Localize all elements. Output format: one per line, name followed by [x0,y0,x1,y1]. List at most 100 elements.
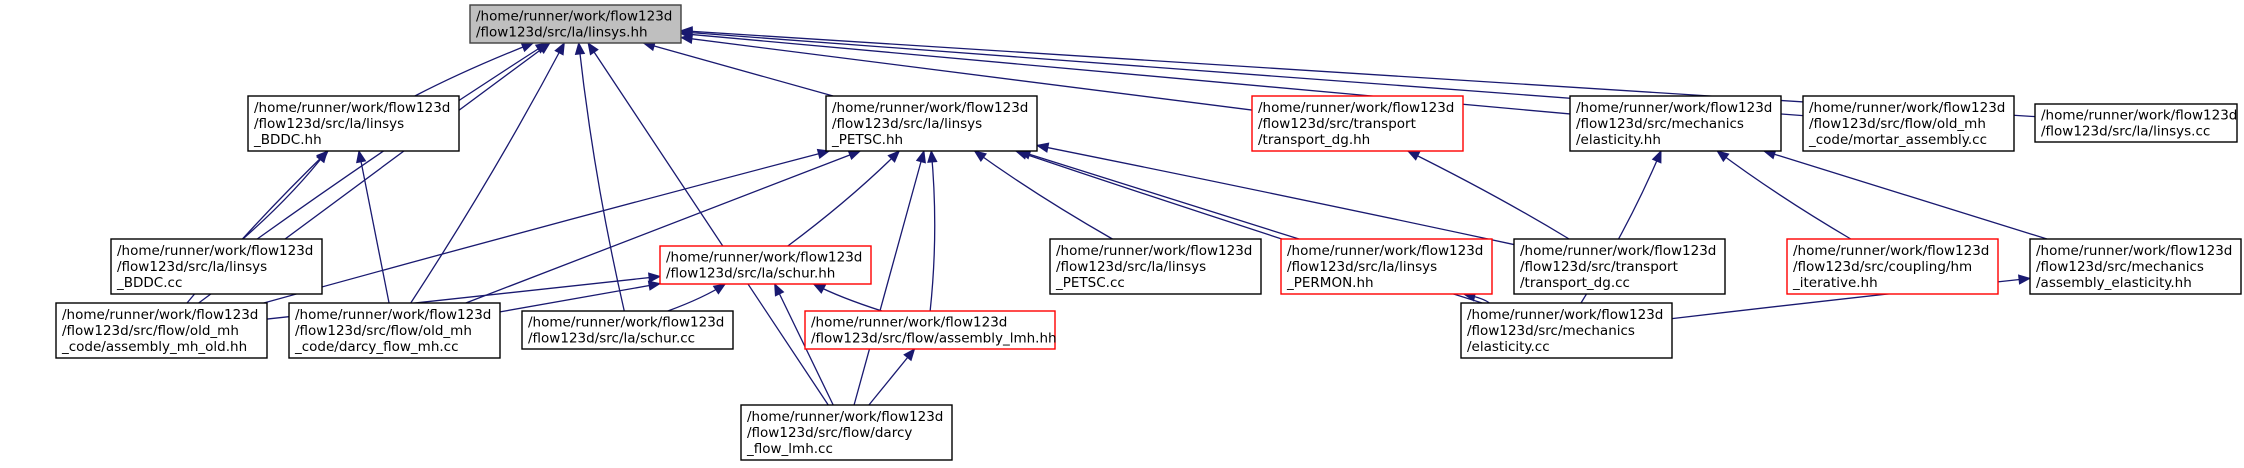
node-label-line: /flow123d/src/flow/darcy [747,425,912,441]
node-label-line: /flow123d/src/la/schur.cc [528,331,695,347]
node-hm-iterative-hh[interactable]: /home/runner/work/flow123d/flow123d/src/… [1786,238,1999,295]
edge-darcy-flow-mh-cc-to-linsys-petsc-hh [465,150,861,304]
edge-arrowhead [537,42,551,55]
node-linsys-petsc-hh[interactable]: /home/runner/work/flow123d/flow123d/src/… [825,95,1038,152]
node-label-line: /home/runner/work/flow123d [747,409,943,425]
node-label-line: /transport_dg.cc [1520,275,1630,291]
node-label-line: /flow123d/src/la/linsys [1056,259,1206,275]
edge-arrowhead [847,150,862,161]
node-label-line: /elasticity.hh [1576,132,1661,148]
node-label-line: /home/runner/work/flow123d [666,250,862,266]
edge-arrowhead [574,41,586,56]
edge-schur-cc-to-root [578,42,625,312]
edge-arrowhead [712,283,727,295]
node-linsys-petsc-cc[interactable]: /home/runner/work/flow123d/flow123d/src/… [1049,238,1262,295]
node-label-line: /flow123d/src/la/linsys [1287,259,1437,275]
node-label-line: /home/runner/work/flow123d [832,100,1028,116]
node-box [110,238,323,295]
node-box [1786,238,1999,295]
node-label-line: /home/runner/work/flow123d [1520,243,1716,259]
node-box [521,310,734,350]
node-label-line: /home/runner/work/flow123d [295,307,491,323]
edge-linsys-bddc-hh-to-root [414,42,534,97]
node-label-line: /flow123d/src/mechanics [1467,323,1635,339]
node-linsys-permon-hh[interactable]: /home/runner/work/flow123d/flow123d/src/… [1280,238,1493,295]
node-linsys-cc[interactable]: /home/runner/work/flow123d/flow123d/src/… [2034,103,2238,143]
edge-arrowhead [648,272,662,283]
node-mortar-cc[interactable]: /home/runner/work/flow123d/flow123d/src/… [1802,95,2015,152]
node-label-line: /flow123d/src/mechanics [1576,116,1744,132]
node-box [1049,238,1262,295]
node-box [804,310,1056,350]
node-transport-dg-hh[interactable]: /home/runner/work/flow123d/flow123d/src/… [1251,95,1464,152]
node-linsys-bddc-hh[interactable]: /home/runner/work/flow123d/flow123d/src/… [247,95,460,152]
edge-arrowhead [915,149,926,164]
edge-transport-dg-hh-to-root [680,36,1253,111]
node-box [2029,238,2242,295]
edge-arrowhead [812,283,827,294]
edge-linsys-bddc-cc-to-linsys-bddc-hh [242,150,328,240]
edge-arrowhead [1651,149,1662,164]
node-elasticity-hh[interactable]: /home/runner/work/flow123d/flow123d/src/… [1569,95,1782,152]
node-linsys-bddc-cc[interactable]: /home/runner/work/flow123d/flow123d/src/… [110,238,323,295]
node-label-line: /home/runner/work/flow123d [2041,108,2237,124]
node-label-line: /flow123d/src/flow/old_mh [1809,116,1986,132]
edge-schur-hh-to-linsys-petsc-hh [787,150,900,247]
edge-arrowhead [973,150,987,162]
edge-hm-iterative-hh-to-elasticity-hh [1716,150,1852,240]
node-label-line: _BDDC.hh [253,132,322,148]
node-label-line: /flow123d/src/la/schur.hh [666,266,835,282]
node-label-line: _code/mortar_assembly.cc [1808,132,1987,148]
edge-arrowhead [1716,150,1730,163]
node-label-line: /home/runner/work/flow123d [811,315,1007,331]
node-label-line: /home/runner/work/flow123d [1056,243,1252,259]
node-label-line: /home/runner/work/flow123d [476,9,672,25]
node-label-line: /home/runner/work/flow123d [1287,243,1483,259]
node-darcy-flow-mh-cc[interactable]: /home/runner/work/flow123d/flow123d/src/… [288,302,501,359]
node-assembly-mh-old-hh[interactable]: /home/runner/work/flow123d/flow123d/src/… [55,302,268,359]
node-transport-dg-cc[interactable]: /home/runner/work/flow123d/flow123d/src/… [1513,238,1726,295]
node-assembly-elasticity-hh[interactable]: /home/runner/work/flow123d/flow123d/src/… [2029,238,2242,295]
edge-darcy-flow-mh-cc-to-schur-hh [499,282,661,313]
node-label-line: /home/runner/work/flow123d [1258,100,1454,116]
node-label-line: /home/runner/work/flow123d [117,243,313,259]
edge-arrowhead [1035,142,1050,153]
node-label-line: /flow123d/src/mechanics [2036,259,2204,275]
node-label-line: /flow123d/src/la/linsys.cc [2041,124,2210,140]
node-box [1460,302,1673,359]
node-label-line: _PERMON.hh [1286,275,1374,291]
edge-transport-dg-cc-to-transport-dg-hh [1407,150,1570,240]
edge-darcy-flow-mh-cc-to-linsys-bddc-hh [358,150,390,304]
edge-linsys-petsc-hh-to-root [643,42,834,97]
edge-assembly-lmh-hh-to-linsys-petsc-hh [929,150,936,312]
node-assembly-lmh-hh[interactable]: /home/runner/work/flow123d/flow123d/src/… [804,310,1057,350]
edge-arrowhead [927,149,938,163]
node-box [1513,238,1726,295]
node-darcy-flow-lmh-cc[interactable]: /home/runner/work/flow123d/flow123d/src/… [740,404,953,461]
node-schur-cc[interactable]: /home/runner/work/flow123d/flow123d/src/… [521,310,734,350]
node-elasticity-cc[interactable]: /home/runner/work/flow123d/flow123d/src/… [1460,302,1673,359]
edge-arrowhead [903,347,916,362]
node-label-line: /home/runner/work/flow123d [528,315,724,331]
node-label-line: /assembly_elasticity.hh [2036,275,2192,291]
node-box [247,95,460,152]
node-label-line: _PETSC.cc [1055,275,1125,291]
node-label-line: /flow123d/src/coupling/hm [1793,259,1972,275]
node-root[interactable]: /home/runner/work/flow123d/flow123d/src/… [469,4,682,44]
edge-arrowhead [647,280,662,291]
node-label-line: _code/darcy_flow_mh.cc [294,339,459,355]
node-box [825,95,1038,152]
edge-darcy-flow-mh-cc-to-root [410,42,565,304]
edge-darcy-flow-lmh-cc-to-root [587,42,829,406]
edge-arrowhead [887,150,901,163]
node-box [1280,238,1493,295]
edge-arrowhead [2018,274,2032,285]
edge-arrowhead [520,42,535,53]
edge-arrowhead [554,41,565,56]
node-box [1251,95,1464,152]
node-box [659,245,872,285]
node-box [288,302,501,359]
node-schur-hh[interactable]: /home/runner/work/flow123d/flow123d/src/… [659,245,872,285]
node-label-line: _code/assembly_mh_old.hh [61,339,247,355]
